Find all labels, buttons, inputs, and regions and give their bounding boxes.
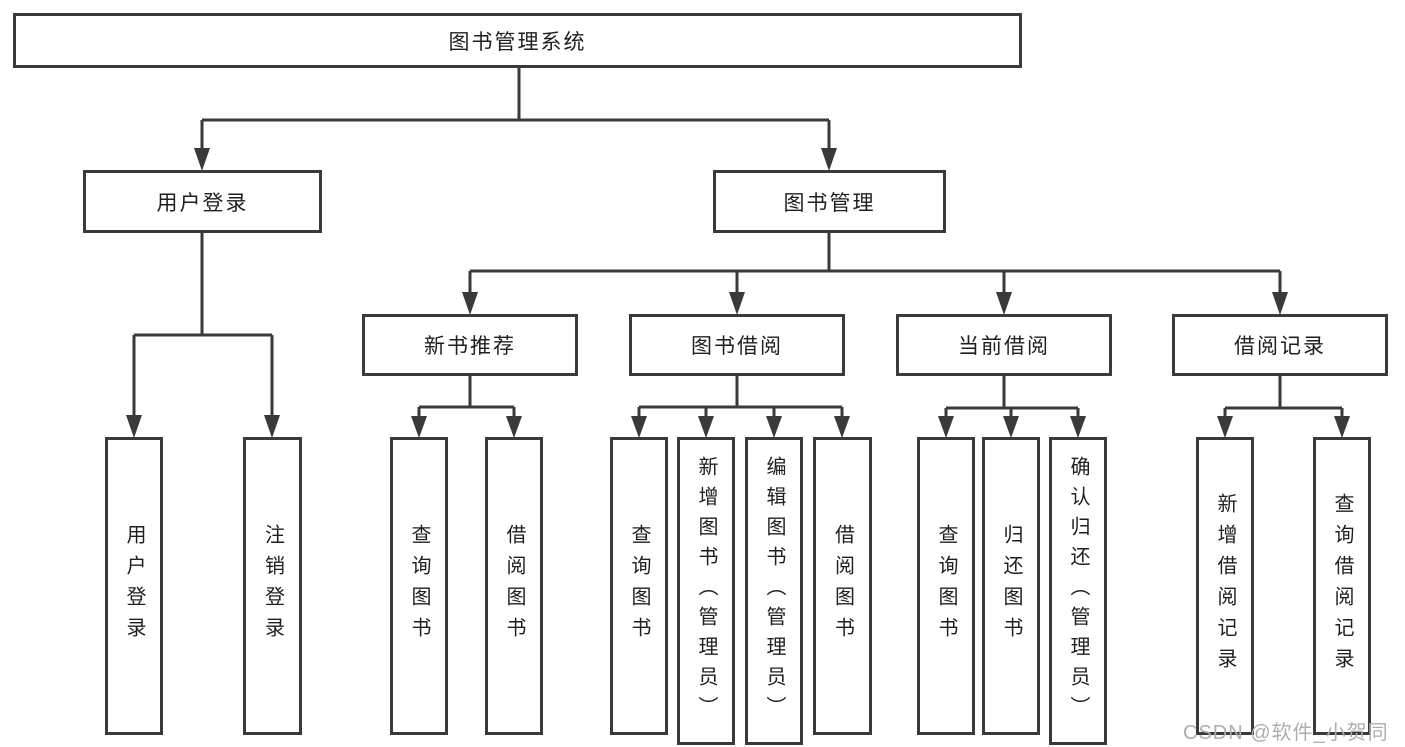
- leaf-query-books-borrowing: 查询图书: [610, 437, 668, 735]
- leaf-user-login: 用户登录: [105, 437, 163, 735]
- node-book-management: 图书管理: [713, 170, 946, 233]
- leaf-logout: 注销登录: [243, 437, 302, 735]
- connector-borrowing-records-to-leaves: [1217, 376, 1350, 438]
- connector-current-borrowing-to-leaves: [938, 376, 1086, 438]
- leaf-add-books-admin: 新增图书（管理员）: [677, 437, 735, 745]
- node-user-login: 用户登录: [83, 170, 322, 233]
- node-book-borrowing: 图书借阅: [629, 314, 845, 376]
- leaf-query-books-recommend: 查询图书: [390, 437, 448, 735]
- connector-root-to-level2: [194, 68, 837, 171]
- leaf-edit-books-admin: 编辑图书（管理员）: [745, 437, 803, 745]
- node-root: 图书管理系统: [13, 13, 1022, 68]
- leaf-borrow-books-borrowing: 借阅图书: [813, 437, 872, 735]
- leaf-add-borrow-record: 新增借阅记录: [1196, 437, 1254, 735]
- node-new-book-recommend: 新书推荐: [362, 314, 578, 376]
- node-borrowing-records: 借阅记录: [1172, 314, 1388, 376]
- connector-book-borrowing-to-leaves: [631, 376, 850, 438]
- leaf-query-books-current: 查询图书: [917, 437, 975, 735]
- connector-user-login-to-leaves: [126, 233, 280, 438]
- connector-new-book-recommend-to-leaves: [411, 376, 522, 438]
- node-current-borrowing: 当前借阅: [896, 314, 1112, 376]
- leaf-borrow-books-recommend: 借阅图书: [485, 437, 543, 735]
- leaf-confirm-return-admin: 确认归还（管理员）: [1049, 437, 1107, 745]
- leaf-query-borrow-record: 查询借阅记录: [1313, 437, 1371, 735]
- connector-book-management-to-level3: [462, 232, 1288, 315]
- leaf-return-books: 归还图书: [982, 437, 1040, 735]
